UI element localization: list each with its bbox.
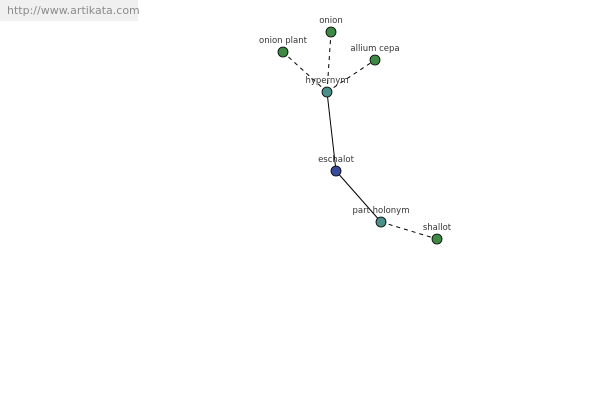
graph-labels: eschalot hypernym part holonym onion onion p…	[259, 16, 452, 233]
edge-hypernym-onion	[326, 31, 332, 93]
node-label-eschalot[interactable]: eschalot	[318, 155, 354, 165]
node-eschalot[interactable]	[330, 165, 342, 177]
node-hypernym[interactable]	[321, 86, 333, 98]
edge-part-holonym-shallot	[380, 221, 438, 240]
graph-edges	[282, 31, 438, 240]
node-label-onion[interactable]: onion	[319, 16, 343, 26]
node-label-part-holonym[interactable]: part holonym	[353, 206, 410, 216]
edge-hypernym-allium-cepa	[326, 59, 376, 93]
node-onion-plant[interactable]	[277, 46, 289, 58]
node-onion[interactable]	[325, 26, 337, 38]
watermark-url[interactable]: http://www.artikata.com	[7, 4, 140, 17]
edge-eschalot-part-holonym	[335, 170, 382, 223]
node-allium-cepa[interactable]	[369, 54, 381, 66]
node-shallot[interactable]	[431, 233, 443, 245]
edge-eschalot-hypernym	[326, 91, 337, 172]
watermark-bar: http://www.artikata.com	[0, 0, 140, 21]
node-label-allium-cepa[interactable]: allium cepa	[350, 44, 399, 54]
node-label-hypernym[interactable]: hypernym	[305, 76, 348, 86]
node-label-onion-plant[interactable]: onion plant	[259, 36, 308, 46]
node-part-holonym[interactable]	[375, 216, 387, 228]
node-label-shallot[interactable]: shallot	[423, 223, 452, 233]
graph-nodes	[277, 26, 443, 245]
edge-hypernym-onion-plant	[282, 51, 328, 93]
